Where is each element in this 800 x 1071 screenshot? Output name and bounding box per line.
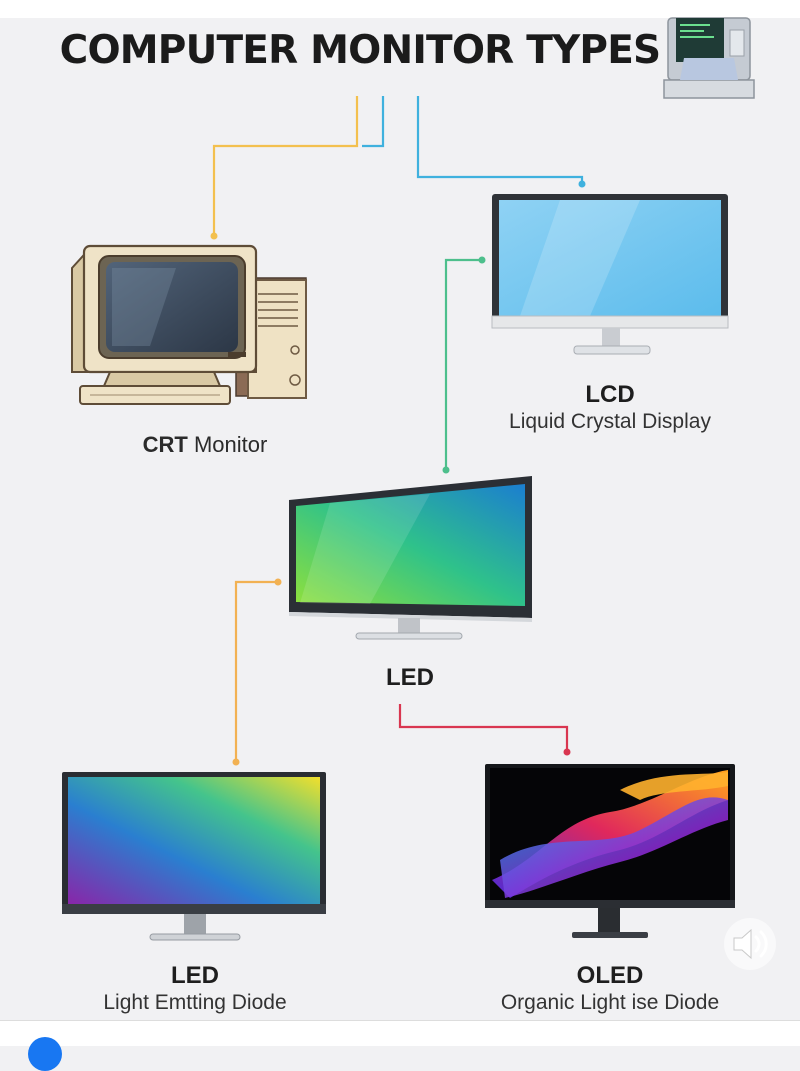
crt-label: CRT Monitor <box>90 432 320 458</box>
oled-monitor-illustration <box>485 764 735 938</box>
led-bottom-subtitle: Light Emtting Diode <box>103 991 287 1014</box>
diagram-canvas <box>62 17 755 941</box>
connector-crt <box>212 96 359 236</box>
bottom-bar <box>0 1020 800 1071</box>
sound-button[interactable] <box>724 918 776 970</box>
page-title: COMPUTER MONITOR TYPES <box>59 28 662 73</box>
connector-dot-oled <box>563 748 571 756</box>
top-strip <box>0 0 800 18</box>
connector-led-bottom <box>234 580 278 762</box>
lcd-monitor-illustration <box>491 194 729 355</box>
connector-dot-lcd <box>578 180 586 188</box>
profile-avatar[interactable] <box>28 1037 62 1071</box>
oled-name: OLED <box>576 962 644 989</box>
lcd-subtitle: Liquid Crystal Display <box>509 410 711 433</box>
connector-led-mid <box>444 258 482 470</box>
crt-label-rest: Monitor <box>187 432 268 457</box>
led-bottom-name: LED <box>171 962 219 989</box>
led-mid-name: LED <box>386 664 434 691</box>
led-mid-label: LED <box>330 664 490 692</box>
led-bottom-monitor-illustration <box>62 772 326 941</box>
lcd-name: LCD <box>585 381 635 408</box>
oled-label: OLED Organic Light ise Diode <box>470 962 750 1016</box>
retro-computer-icon <box>663 17 755 99</box>
connector-dot-crt <box>210 232 218 240</box>
connector-dot-led-mid <box>442 466 450 474</box>
connector-dot-led-bottom <box>232 758 240 766</box>
connector-lcd-branch <box>362 96 385 148</box>
speaker-icon <box>733 928 768 960</box>
led-monitor-illustration <box>289 476 532 640</box>
crt-computer-illustration <box>71 244 307 405</box>
connector-dot-led-mid-top <box>478 256 486 264</box>
oled-subtitle: Organic Light ise Diode <box>500 991 720 1014</box>
led-bottom-label: LED Light Emtting Diode <box>60 962 330 1016</box>
connector-dot-led-bottom-top <box>274 578 282 586</box>
connector-lcd <box>416 96 584 184</box>
crt-label-bold: CRT <box>142 432 188 457</box>
lcd-label: LCD Liquid Crystal Display <box>480 381 740 435</box>
connector-oled <box>398 704 569 752</box>
